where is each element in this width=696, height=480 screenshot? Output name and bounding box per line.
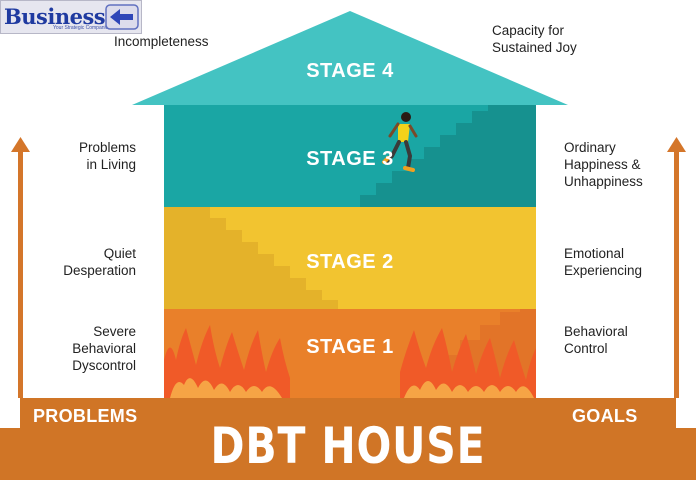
business-logo: Business Your Strategic Companion [0, 0, 142, 34]
problem-stage-3-line-1: Problems [78, 140, 136, 155]
goal-stage-3-line-3: Unhappiness [564, 174, 643, 189]
up-arrow-icon [667, 137, 686, 398]
stage-2-label: STAGE 2 [306, 251, 394, 273]
goal-stage-2: Emotional Experiencing [564, 245, 674, 279]
problem-stage-1-line-3: Dyscontrol [72, 358, 136, 373]
problem-stage-2-line-2: Desperation [63, 263, 136, 278]
goal-stage-1-line-1: Behavioral [564, 324, 628, 339]
stage-4-roof [132, 11, 568, 105]
problems-label: PROBLEMS [33, 406, 138, 426]
goal-stage-1-line-2: Control [564, 341, 608, 356]
goal-stage-2-line-1: Emotional [564, 246, 625, 261]
goal-stage-4: Capacity for Sustained Joy [492, 22, 642, 56]
stage-1-label: STAGE 1 [306, 336, 394, 358]
problem-stage-3-line-2: in Living [86, 157, 136, 172]
problem-stage-2-line-1: Quiet [103, 246, 136, 261]
problem-stage-1: Severe Behavioral Dyscontrol [30, 323, 136, 374]
up-arrow-icon [11, 137, 30, 398]
goal-stage-1: Behavioral Control [564, 323, 674, 357]
goal-stage-3-line-1: Ordinary [564, 140, 616, 155]
problem-stage-1-line-2: Behavioral [72, 341, 136, 356]
goals-label: GOALS [572, 406, 638, 426]
title-band [0, 428, 696, 480]
stage-4-label: STAGE 4 [306, 60, 394, 82]
goal-stage-2-line-2: Experiencing [564, 263, 643, 278]
logo-name: Business [4, 4, 106, 29]
problem-stage-1-line-1: Severe [93, 324, 136, 339]
left-arrow-icon [105, 4, 139, 30]
foundation-band [20, 398, 676, 428]
runner-icon [382, 112, 418, 172]
stage-3-label: STAGE 3 [306, 148, 394, 170]
stage-3-stairs [360, 105, 536, 207]
flames-icon [164, 325, 536, 398]
goal-stage-3: Ordinary Happiness & Unhappiness [564, 139, 674, 190]
logo-tagline: Your Strategic Companion [53, 25, 112, 31]
goal-stage-3-line-2: Happiness & [564, 157, 641, 172]
problem-stage-3: Problems in Living [40, 139, 136, 173]
problem-stage-2: Quiet Desperation [30, 245, 136, 279]
stage-2-stairs [164, 207, 338, 309]
goal-stage-4-line-1: Capacity for [492, 23, 565, 38]
goal-stage-4-line-2: Sustained Joy [492, 40, 577, 55]
problem-stage-4: Incompleteness [114, 34, 209, 49]
page-title: DBT HOUSE [210, 417, 486, 475]
